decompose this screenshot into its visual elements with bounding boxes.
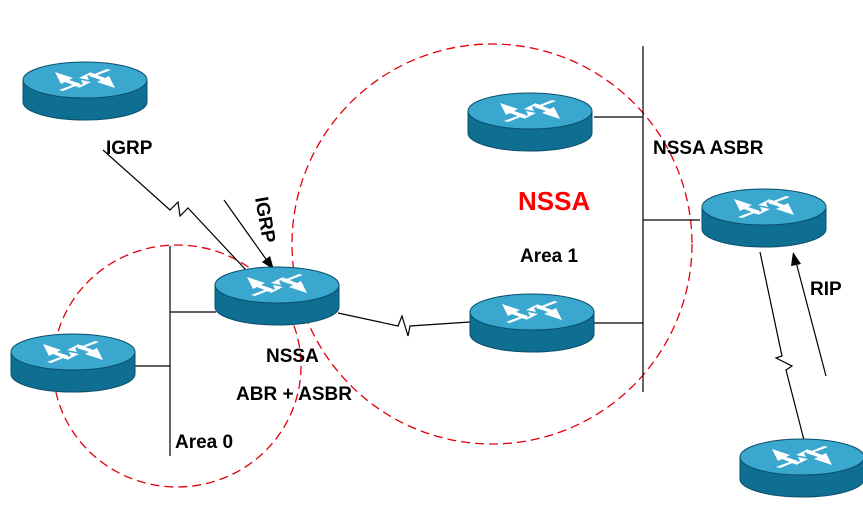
rip-arrowhead — [791, 252, 801, 266]
nssa-asbr-label: NSSA ASBR — [653, 138, 764, 159]
area0-label: Area 0 — [175, 432, 233, 453]
igrp-arrowhead — [262, 256, 274, 270]
nssa-area-boundary — [291, 43, 693, 445]
nssa-abr-label-line2: ABR + ASBR — [236, 384, 352, 405]
router-icon — [22, 61, 148, 121]
router-icon — [214, 266, 340, 326]
router-icon — [701, 188, 827, 248]
router-icon — [739, 438, 863, 498]
serial-link-rip — [759, 251, 806, 445]
router-icon — [10, 333, 136, 393]
igrp-label-top: IGRP — [106, 138, 153, 159]
area1-label: Area 1 — [520, 246, 579, 267]
serial-link-abr-area1 — [337, 312, 471, 337]
nssa-area-title: NSSA — [518, 186, 590, 216]
rip-redistribution-arrow — [795, 261, 827, 377]
igrp-redistribution-arrow — [223, 199, 269, 263]
igrp-label-mid: IGRP — [250, 195, 279, 245]
rip-label: RIP — [810, 279, 842, 300]
nssa-abr-label-line1: NSSA — [266, 346, 319, 367]
serial-link-igrp — [102, 149, 247, 271]
router-icon — [469, 293, 595, 353]
router-icon — [467, 92, 593, 152]
